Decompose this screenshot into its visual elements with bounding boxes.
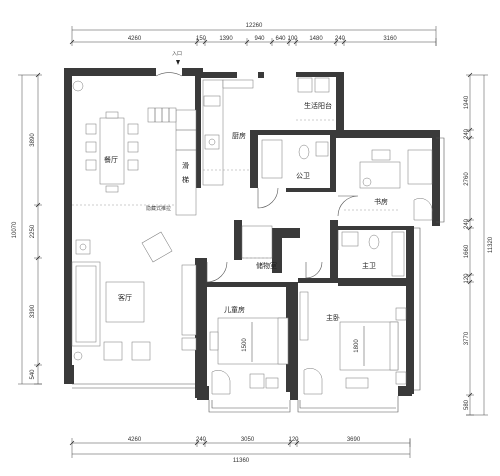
kitchen: 厨房	[202, 79, 254, 186]
dining-chair	[105, 185, 119, 193]
room-label-kids: 儿童房	[224, 305, 245, 314]
dining-chair	[85, 141, 97, 153]
master-bedroom: 主卧 1800	[299, 291, 407, 395]
dimension-label: 240	[335, 36, 346, 42]
dimension-label: 4260	[128, 437, 142, 443]
kids-bed-width: 1500	[242, 338, 248, 352]
room-label-kitchen: 厨房	[232, 131, 246, 140]
hidden-door-label: 隐藏式推拉	[146, 205, 171, 212]
slide-char-1: 滑	[182, 161, 189, 170]
room-label-study: 书房	[374, 197, 388, 206]
dimension-label: 2760	[464, 172, 470, 186]
dining-chair	[85, 123, 97, 135]
dining-chair	[127, 159, 139, 171]
dimension-label: 940	[254, 36, 265, 42]
dimension-label: 240	[464, 128, 470, 139]
dimension-label: 4260	[128, 36, 142, 42]
study: 书房	[344, 149, 433, 221]
left-total-dimension: 10070	[12, 221, 18, 238]
dining-chair	[105, 111, 119, 119]
room-label-slide: 滑 梯	[182, 161, 191, 184]
dimension-label: 640	[275, 36, 286, 42]
dining-chair	[127, 141, 139, 153]
kids-room: 儿童房 1500	[209, 305, 289, 395]
room-label-dining: 餐厅	[104, 155, 118, 164]
outlines	[72, 137, 445, 413]
dining-chair	[127, 123, 139, 135]
armchair	[103, 341, 123, 361]
room-label-master-bath: 主卫	[362, 261, 376, 270]
storage-room: 储物室	[241, 225, 277, 270]
kids-bed	[217, 317, 289, 365]
room-label-living: 客厅	[118, 293, 132, 302]
door-swings	[206, 187, 359, 283]
utility-balcony: 生活阳台	[296, 77, 336, 121]
armchair	[141, 231, 173, 263]
slide-stairs: 滑 梯 隐藏式推拉	[72, 107, 197, 216]
dimension-label: 3770	[464, 331, 470, 345]
dimension-label: 2250	[30, 224, 36, 238]
interior-walls	[195, 76, 408, 398]
room-label-balcony: 生活阳台	[304, 101, 332, 110]
dimension-label: 240	[196, 437, 207, 443]
dimension-label: 1940	[464, 95, 470, 109]
dimension-label: 3890	[30, 133, 36, 147]
right-dimensions: 11320 1940 240 2760 240 1660 120 3770 580	[464, 72, 494, 416]
entrance-arrow-icon	[176, 60, 180, 65]
dimension-label: 3690	[347, 437, 361, 443]
dimension-label: 1390	[219, 36, 233, 42]
slide-char-2: 梯	[182, 175, 189, 184]
room-label-master-bed: 主卧	[326, 313, 340, 322]
master-bed	[339, 321, 399, 371]
living-room: 客厅	[71, 231, 197, 361]
dimension-label: 240	[464, 218, 470, 229]
dimension-label: 120	[464, 273, 470, 284]
public-bathroom: 公卫	[261, 139, 329, 180]
room-label-public-bath: 公卫	[296, 172, 310, 180]
dining-chair	[85, 159, 97, 171]
bottom-dimensions: 11360 4260 240 3050 120 3690	[69, 437, 411, 464]
dining-area: 餐厅	[72, 80, 139, 193]
dimension-label: 1660	[464, 244, 470, 258]
dimension-label: 540	[30, 369, 36, 380]
dimension-label: 100	[287, 36, 298, 42]
plant	[72, 80, 84, 92]
dimension-label: 1480	[309, 36, 323, 42]
dimension-label: 150	[196, 36, 207, 42]
outer-walls	[64, 68, 440, 400]
entrance-label: 入口	[172, 51, 182, 57]
master-bathroom: 主卫	[341, 231, 405, 277]
coffee-table	[105, 281, 145, 323]
armchair	[131, 341, 151, 361]
dimension-label: 3050	[241, 437, 255, 443]
tv-cabinet	[181, 264, 197, 336]
bottom-total-dimension: 11360	[233, 458, 250, 464]
dimension-label: 3390	[30, 304, 36, 318]
dimension-label: 3160	[383, 36, 397, 42]
dining-table	[99, 117, 125, 185]
entrance: 入口	[155, 51, 183, 77]
dimension-label: 120	[288, 437, 299, 443]
room-label-storage: 储物室	[256, 261, 277, 270]
left-dimensions: 10070 3890 2250 3390 540	[12, 72, 42, 385]
top-total-dimension: 12260	[246, 23, 263, 29]
dimension-label: 580	[464, 399, 470, 410]
master-bed-width: 1800	[354, 339, 360, 353]
right-total-dimension: 11320	[488, 236, 494, 253]
